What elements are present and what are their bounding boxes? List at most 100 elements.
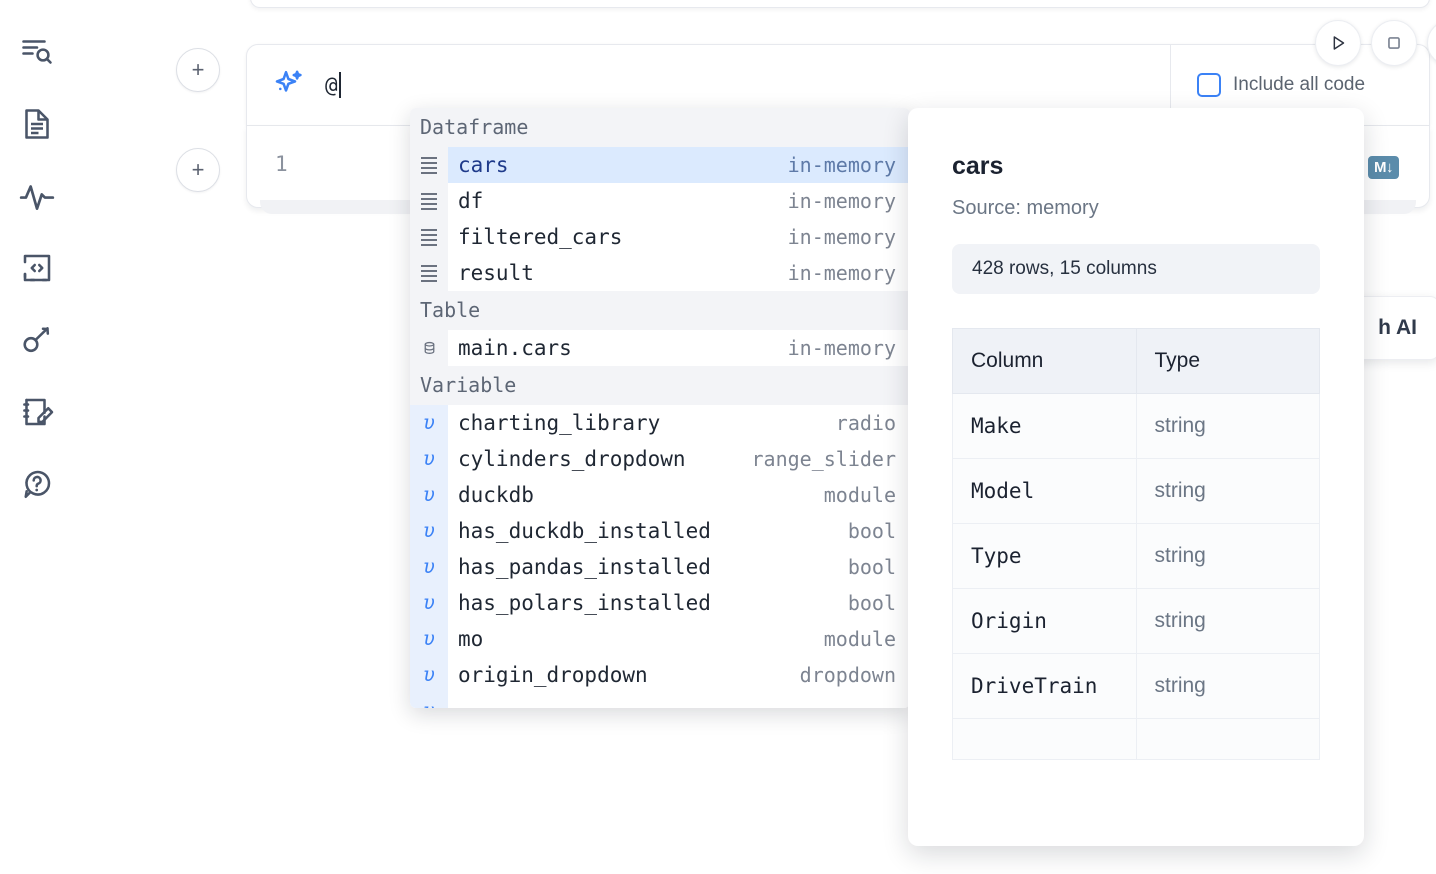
- item-name: mo: [458, 627, 484, 651]
- autocomplete-item-has-pandas-installed[interactable]: υ has_pandas_installed bool: [410, 549, 910, 585]
- item-kind: in-memory: [787, 336, 896, 360]
- variable-icon: υ: [410, 693, 448, 708]
- variable-icon: υ: [410, 621, 448, 657]
- preview-schema-table: Column Type Make string Model string Typ…: [952, 328, 1320, 760]
- cell-column: Origin: [952, 588, 1137, 654]
- dataframe-icon: [410, 255, 448, 291]
- left-icon-rail: [0, 0, 74, 874]
- cell-column: [952, 718, 1137, 760]
- include-all-code-checkbox[interactable]: Include all code: [1197, 73, 1365, 97]
- run-button[interactable]: [1315, 20, 1361, 66]
- stop-button[interactable]: [1371, 20, 1417, 66]
- checkbox-box[interactable]: [1197, 73, 1221, 97]
- cell-type: [1135, 718, 1320, 760]
- table-row-partial: [952, 718, 1320, 760]
- ai-cell-options: Include all code: [1170, 44, 1430, 126]
- table-row: Type string: [952, 523, 1320, 589]
- autocomplete-group-label: Table: [410, 291, 910, 330]
- item-name: charting_library: [458, 411, 661, 435]
- item-kind: bool: [847, 555, 896, 579]
- item-kind: module: [823, 483, 896, 507]
- item-name: df: [458, 189, 484, 213]
- text-caret: [338, 72, 341, 98]
- cell-type: string: [1135, 523, 1320, 589]
- autocomplete-item-has-duckdb-installed[interactable]: υ has_duckdb_installed bool: [410, 513, 910, 549]
- item-kind: in-memory: [787, 261, 896, 285]
- variable-icon: υ: [410, 513, 448, 549]
- cell-type: string: [1135, 458, 1320, 524]
- dataframe-icon: [410, 147, 448, 183]
- variable-icon: υ: [410, 441, 448, 477]
- preview-title: cars: [952, 152, 1004, 180]
- column-header: Column: [952, 328, 1137, 394]
- ai-prompt-input[interactable]: @: [325, 45, 1429, 125]
- autocomplete-group-label: Variable: [410, 366, 910, 405]
- autocomplete-item-has-polars-installed[interactable]: υ has_polars_installed bool: [410, 585, 910, 621]
- preview-shape-badge: 428 rows, 15 columns: [952, 244, 1320, 294]
- cell-column: Make: [952, 393, 1137, 459]
- item-kind: bool: [847, 591, 896, 615]
- previous-cell-sliver: [250, 0, 1430, 8]
- explore-outline-icon[interactable]: [9, 16, 65, 88]
- variable-icon: υ: [410, 405, 448, 441]
- item-name: has_duckdb_installed: [458, 519, 711, 543]
- autocomplete-item-charting-library[interactable]: υ charting_library radio: [410, 405, 910, 441]
- table-row: DriveTrain string: [952, 653, 1320, 719]
- markdown-icon[interactable]: M↓: [1368, 155, 1399, 179]
- item-name: cars: [458, 153, 509, 177]
- scratchpad-edit-icon[interactable]: [9, 376, 65, 448]
- activity-pulse-icon[interactable]: [9, 160, 65, 232]
- variable-icon: υ: [410, 657, 448, 693]
- cell-type: string: [1135, 588, 1320, 654]
- item-name: cylinders_dropdown: [458, 447, 686, 471]
- item-name: has_polars_installed: [458, 591, 711, 615]
- autocomplete-item-result[interactable]: result in-memory: [410, 255, 910, 291]
- item-kind: bool: [847, 519, 896, 543]
- table-row: Origin string: [952, 588, 1320, 654]
- item-kind: in-memory: [787, 189, 896, 213]
- autocomplete-item-df[interactable]: df in-memory: [410, 183, 910, 219]
- table-row: Model string: [952, 458, 1320, 524]
- item-name: result: [458, 261, 534, 285]
- preview-source: Source: memory: [952, 197, 1099, 219]
- item-name: filtered_cars: [458, 225, 623, 249]
- table-header-row: Column Type: [952, 328, 1320, 394]
- add-cell-below-button[interactable]: +: [176, 148, 220, 192]
- help-chat-icon[interactable]: [9, 448, 65, 520]
- autocomplete-group-label: Dataframe: [410, 108, 910, 147]
- cell-column: Model: [952, 458, 1137, 524]
- item-name: duckdb: [458, 483, 534, 507]
- cell-type: string: [1135, 653, 1320, 719]
- dataframe-preview-panel: cars Source: memory 428 rows, 15 columns…: [908, 108, 1364, 846]
- variable-icon: υ: [410, 549, 448, 585]
- item-kind: in-memory: [787, 225, 896, 249]
- variable-icon: υ: [410, 585, 448, 621]
- dataframe-icon: [410, 183, 448, 219]
- cell-column: DriveTrain: [952, 653, 1137, 719]
- autocomplete-item-filtered-cars[interactable]: filtered_cars in-memory: [410, 219, 910, 255]
- file-document-icon[interactable]: [9, 88, 65, 160]
- cell-type: string: [1135, 393, 1320, 459]
- add-cell-above-button[interactable]: +: [176, 48, 220, 92]
- item-kind: radio: [835, 411, 896, 435]
- ai-prompt-value: @: [325, 73, 338, 97]
- ai-sparkle-icon: [271, 67, 307, 103]
- cell-column: Type: [952, 523, 1137, 589]
- stop-square-icon: [1388, 37, 1400, 49]
- code-snippet-icon[interactable]: [9, 232, 65, 304]
- key-secrets-icon[interactable]: [9, 304, 65, 376]
- table-row: Make string: [952, 393, 1320, 459]
- autocomplete-item-partial[interactable]: υ: [410, 693, 910, 708]
- type-header: Type: [1135, 328, 1320, 394]
- item-kind: dropdown: [799, 663, 896, 687]
- line-number: 1: [275, 152, 288, 176]
- item-name: has_pandas_installed: [458, 555, 711, 579]
